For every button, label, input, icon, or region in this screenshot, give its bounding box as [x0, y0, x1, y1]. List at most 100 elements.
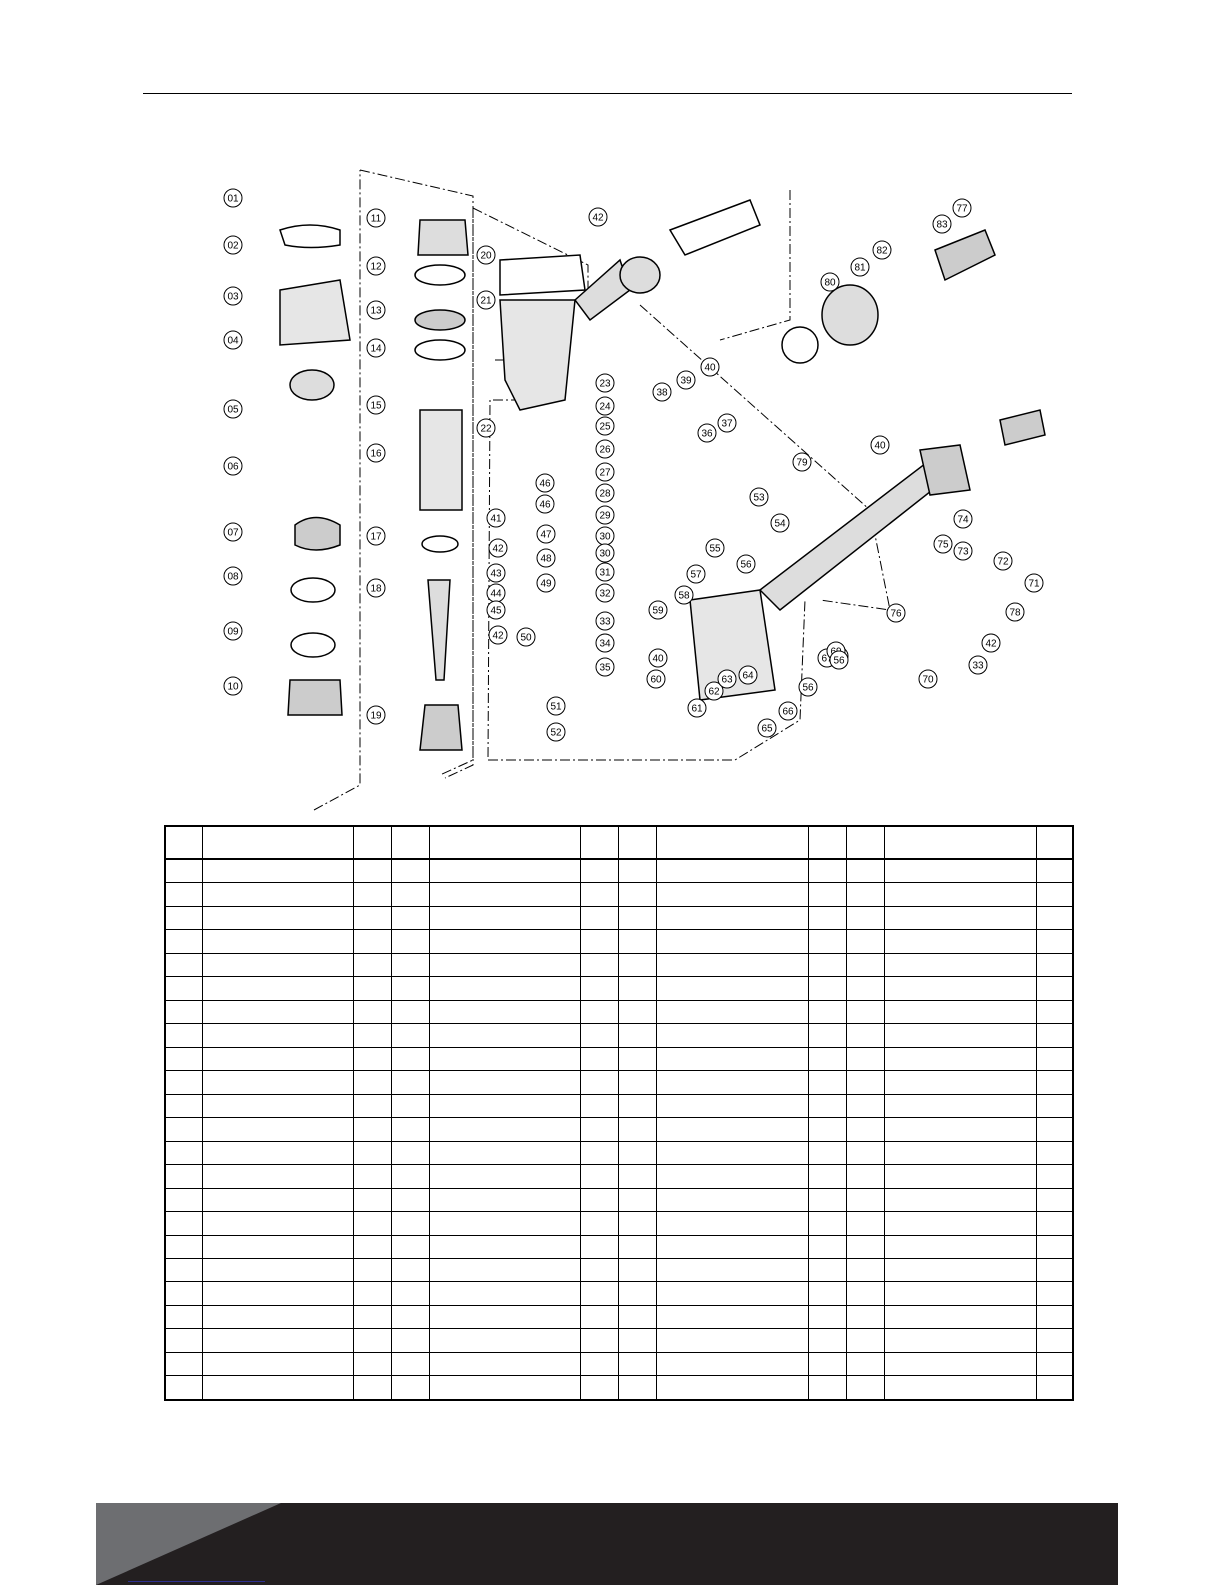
- callout-label: 17: [370, 532, 382, 543]
- table-cell: [579, 1164, 619, 1189]
- table-cell: [201, 1093, 354, 1119]
- callout-bubble: [366, 443, 386, 463]
- table-cell: [655, 1140, 809, 1166]
- table-cell: [655, 1234, 809, 1259]
- table-row: [164, 858, 1074, 884]
- table-cell: [390, 976, 430, 1001]
- table-cell: [845, 1140, 885, 1166]
- table-cell: [807, 1211, 847, 1236]
- table-cell: [579, 1234, 619, 1259]
- callout-label: 08: [227, 572, 239, 583]
- callout-bubble: [953, 541, 973, 561]
- callout-label: 01: [227, 194, 239, 205]
- callout-bubble: [736, 554, 756, 574]
- callout-bubble: [366, 395, 386, 415]
- table-cell: [883, 1070, 1037, 1095]
- callout-bubble: [223, 188, 243, 208]
- table-cell: [1035, 999, 1074, 1025]
- callout-bubble: [981, 633, 1001, 653]
- table-cell: [1035, 1023, 1074, 1048]
- table-cell: [352, 858, 392, 884]
- callout-label: 26: [599, 445, 611, 456]
- callout-bubble: [595, 373, 615, 393]
- table-cell: [655, 1046, 809, 1072]
- callout-label: 31: [599, 568, 611, 579]
- table-row: [164, 1140, 1074, 1166]
- table-cell: [1035, 1140, 1074, 1166]
- table-cell: [352, 1046, 392, 1072]
- callout-label: 73: [957, 547, 969, 558]
- table-cell: [390, 999, 430, 1025]
- table-cell: [352, 1257, 392, 1283]
- table-cell: [428, 858, 581, 884]
- callout-label: 42: [492, 544, 504, 555]
- table-cell: [883, 1117, 1037, 1142]
- callout-label: 66: [782, 707, 794, 718]
- table-cell: [164, 1140, 203, 1166]
- table-cell: [352, 976, 392, 1001]
- table-cell: [617, 1023, 657, 1048]
- table-row: [164, 1211, 1074, 1236]
- table-cell: [579, 1328, 619, 1353]
- table-cell: [617, 1117, 657, 1142]
- table-cell: [164, 882, 203, 907]
- table-cell: [655, 1164, 809, 1189]
- callout-bubble: [738, 665, 758, 685]
- callout-bubble: [918, 669, 938, 689]
- callout-bubble: [886, 603, 906, 623]
- callout-bubble: [968, 655, 988, 675]
- table-cell: [390, 882, 430, 907]
- table-cell: [390, 1164, 430, 1189]
- callout-label: 10: [227, 682, 239, 693]
- callout-label: 30: [599, 532, 611, 543]
- callout-bubble: [770, 513, 790, 533]
- table-cell: [617, 1164, 657, 1189]
- callout-bubble: [686, 564, 706, 584]
- table-cell: [579, 858, 619, 884]
- table-cell: [201, 999, 354, 1025]
- table-cell: [390, 1187, 430, 1213]
- callout-bubble: [778, 701, 798, 721]
- table-cell: [883, 1257, 1037, 1283]
- table-cell: [164, 1117, 203, 1142]
- table-cell: [352, 1070, 392, 1095]
- callout-bubble: [820, 272, 840, 292]
- table-cell: [883, 1281, 1037, 1306]
- callout-bubble: [223, 522, 243, 542]
- table-cell: [617, 1211, 657, 1236]
- table-header-cell: [655, 825, 809, 860]
- table-cell: [1035, 1070, 1074, 1095]
- table-cell: [655, 1351, 809, 1377]
- table-cell: [807, 952, 847, 978]
- table-cell: [164, 952, 203, 978]
- callout-label: 62: [708, 687, 720, 698]
- table-cell: [655, 1187, 809, 1213]
- callout-label: 09: [227, 627, 239, 638]
- table-cell: [201, 1375, 354, 1401]
- table-cell: [164, 1211, 203, 1236]
- callout-bubble: [223, 399, 243, 419]
- table-cell: [1035, 1281, 1074, 1306]
- callout-bubble: [595, 633, 615, 653]
- table-header-cell: [428, 825, 581, 860]
- table-cell: [845, 858, 885, 884]
- table-cell: [845, 1328, 885, 1353]
- table-row: [164, 1281, 1074, 1306]
- table-cell: [201, 858, 354, 884]
- table-cell: [428, 999, 581, 1025]
- table-cell: [845, 1023, 885, 1048]
- table-cell: [883, 1046, 1037, 1072]
- table-header-row: [164, 825, 1074, 860]
- callout-bubble: [486, 600, 506, 620]
- table-cell: [845, 1093, 885, 1119]
- callout-bubble: [704, 681, 724, 701]
- table-cell: [579, 1140, 619, 1166]
- table-cell: [579, 1046, 619, 1072]
- table-cell: [201, 1328, 354, 1353]
- table-cell: [807, 929, 847, 954]
- callout-bubble: [648, 648, 668, 668]
- table-cell: [352, 1375, 392, 1401]
- callout-label: 03: [227, 292, 239, 303]
- table-cell: [1035, 1093, 1074, 1119]
- footer-band: [96, 1503, 1118, 1585]
